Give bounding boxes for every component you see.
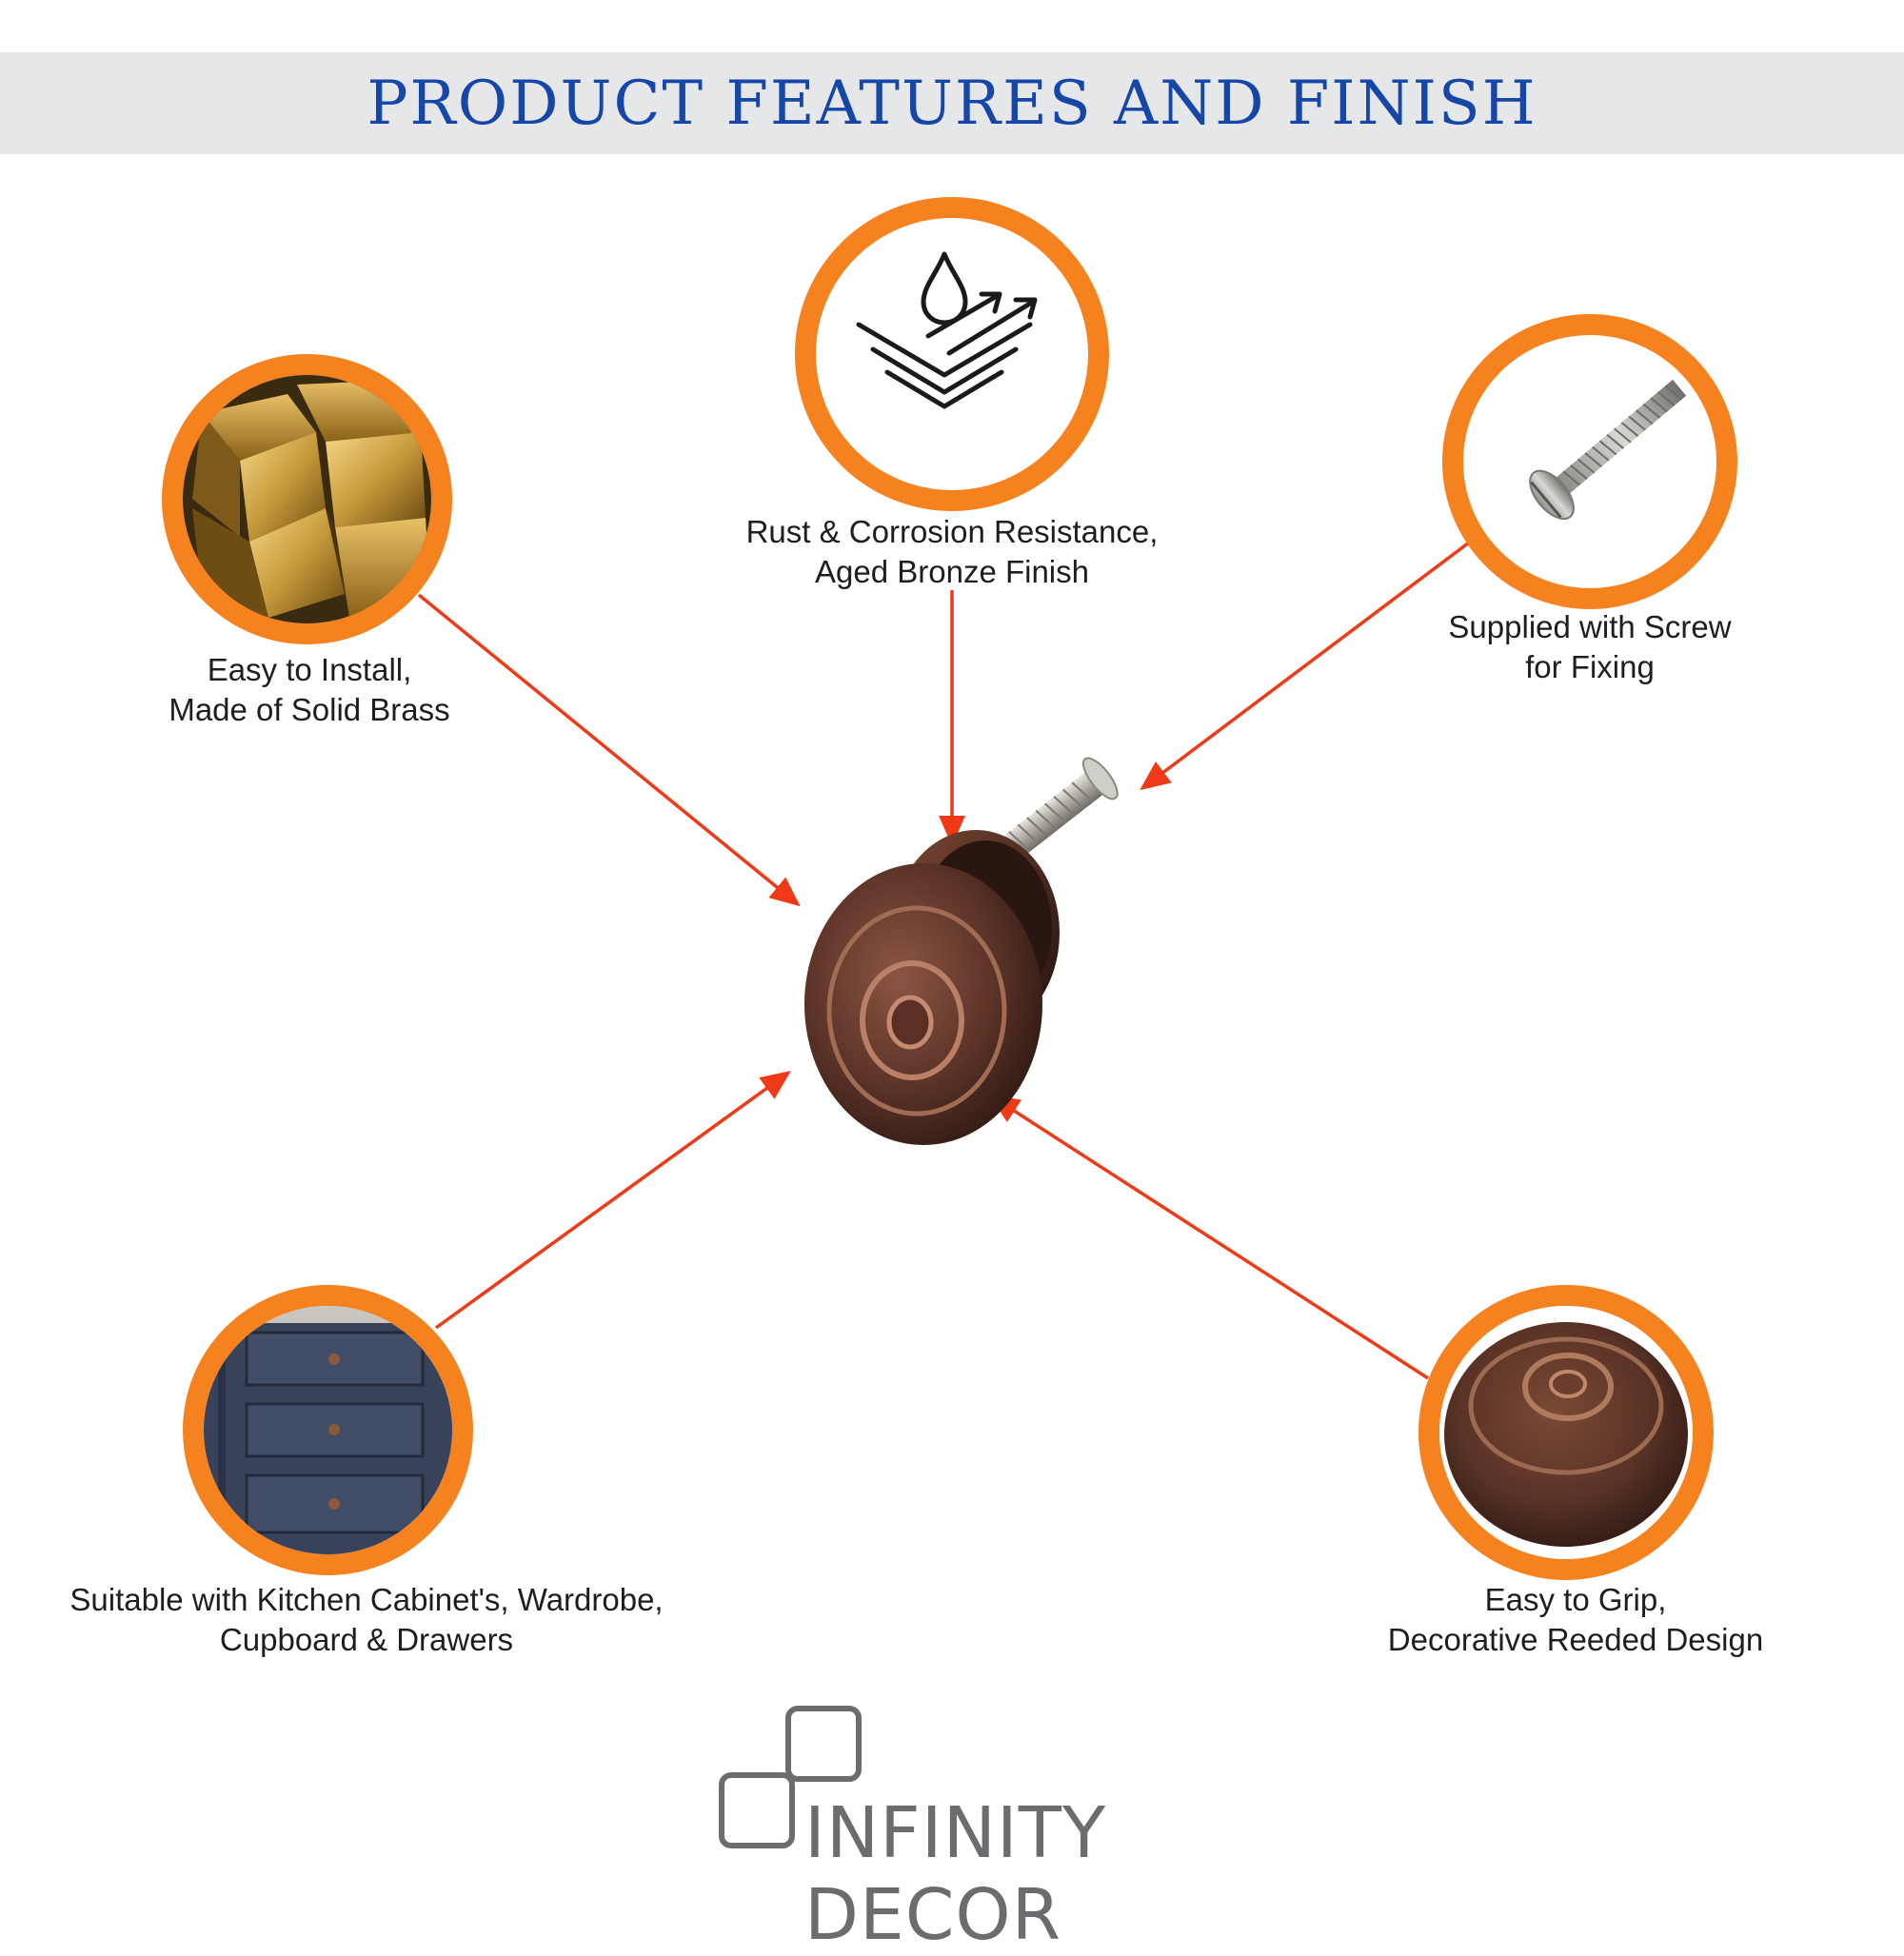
caption-cabinet-line2: Cupboard & Drawers: [219, 1622, 514, 1657]
brand-logo: INFINITY DECOR: [714, 1694, 1285, 1956]
caption-grip-line1: Easy to Grip,: [1484, 1582, 1667, 1617]
header-band: PRODUCT FEATURES AND FINISH: [0, 52, 1904, 154]
pointer-arrows: [417, 541, 1471, 1380]
caption-screw-line2: for Fixing: [1525, 649, 1655, 684]
caption-cabinet-line1: Suitable with Kitchen Cabinet's, Wardrob…: [69, 1582, 664, 1617]
caption-cabinet: Suitable with Kitchen Cabinet's, Wardrob…: [38, 1580, 695, 1660]
caption-rust-line1: Rust & Corrosion Resistance,: [745, 514, 1159, 549]
caption-brass-line2: Made of Solid Brass: [169, 692, 450, 727]
caption-grip: Easy to Grip, Decorative Reeded Design: [1333, 1580, 1818, 1660]
caption-grip-line2: Decorative Reeded Design: [1387, 1622, 1764, 1657]
logo-text: INFINITY DECOR: [804, 1792, 1107, 1956]
screw-icon: [1442, 314, 1737, 609]
logo-squares-icon: [719, 1706, 862, 1848]
page-title: PRODUCT FEATURES AND FINISH: [367, 68, 1537, 139]
water-drop-layers-icon: [795, 197, 1109, 511]
bronze-knob-image: [804, 757, 1119, 1145]
knob-closeup-icon: [1418, 1285, 1714, 1580]
arrow-screw: [1140, 541, 1471, 791]
arrow-grip: [989, 1095, 1429, 1380]
caption-screw: Supplied with Screw for Fixing: [1399, 607, 1780, 687]
caption-rust: Rust & Corrosion Resistance, Aged Bronze…: [714, 512, 1190, 592]
cabinet-drawers-icon: [183, 1285, 473, 1575]
caption-brass: Easy to Install, Made of Solid Brass: [119, 650, 500, 730]
caption-brass-line1: Easy to Install,: [207, 652, 412, 687]
caption-screw-line1: Supplied with Screw: [1448, 609, 1732, 644]
caption-rust-line2: Aged Bronze Finish: [815, 554, 1089, 589]
arrow-brass: [417, 593, 801, 907]
brass-cubes-icon: [162, 354, 452, 644]
arrow-cabinet: [434, 1070, 791, 1330]
